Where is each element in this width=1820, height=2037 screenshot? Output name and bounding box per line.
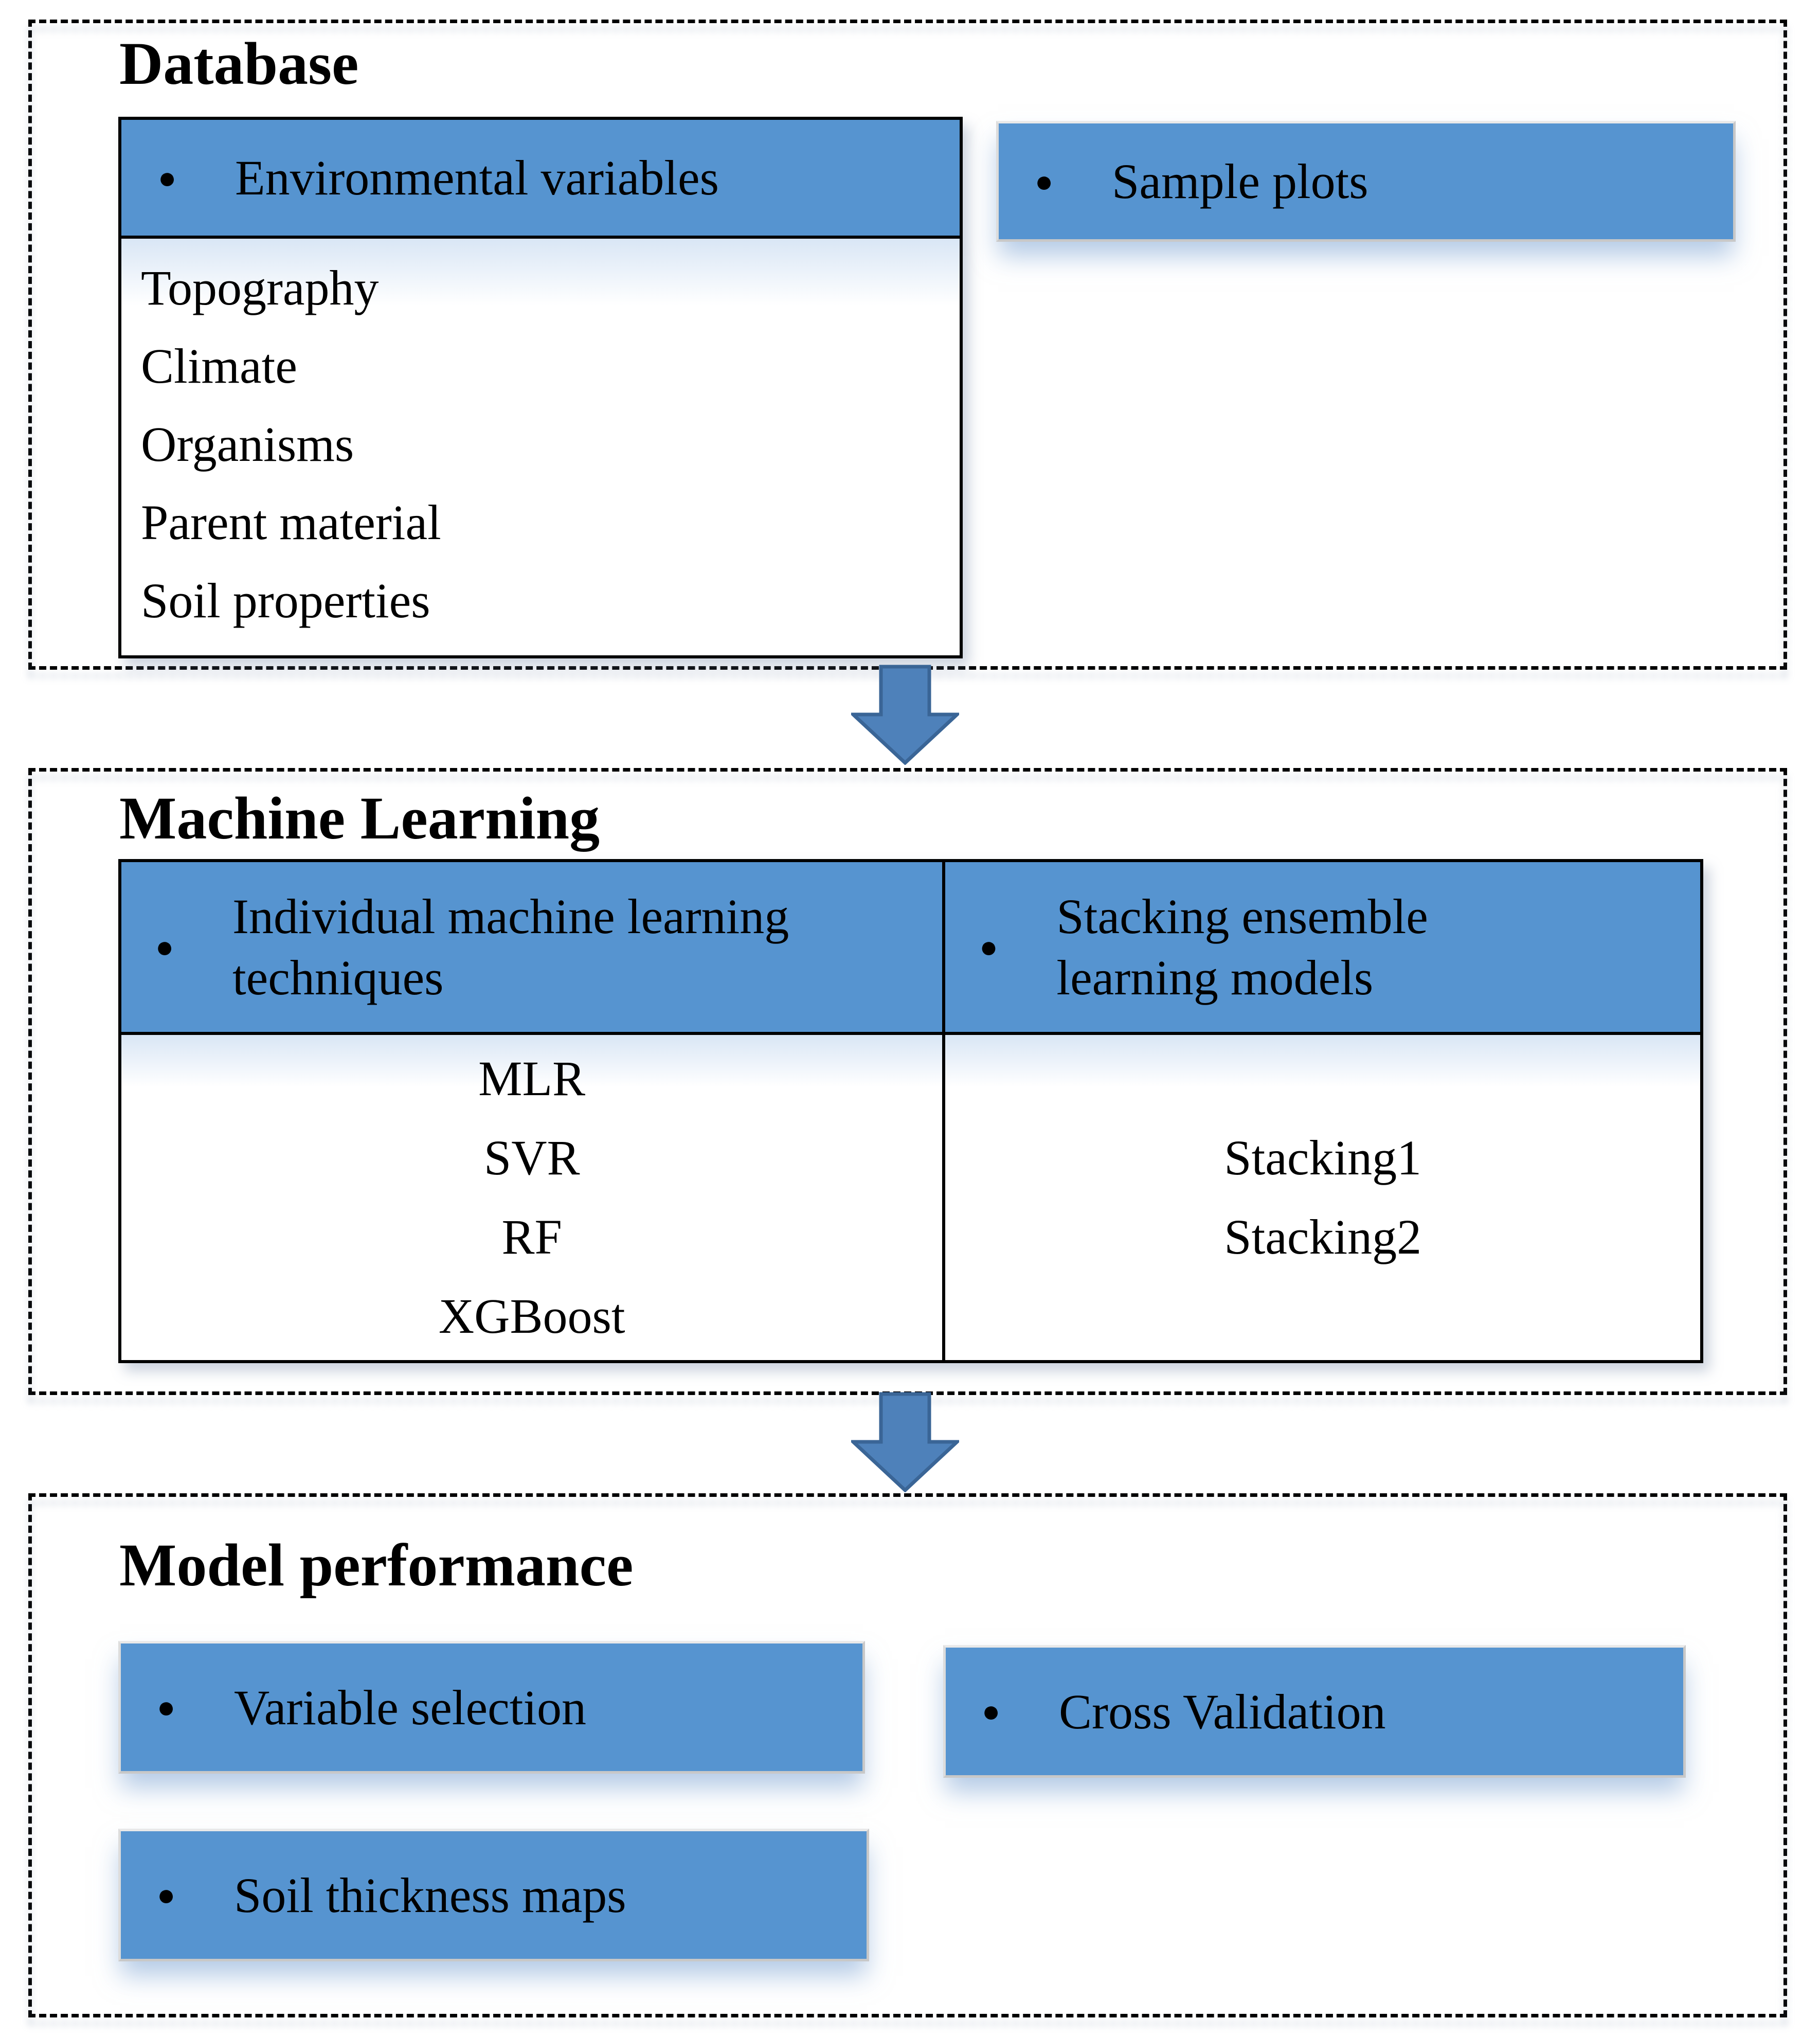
variable-selection-label: Variable selection: [234, 1679, 587, 1735]
individual-ml-header: ● Individual machine learning techniques: [121, 862, 943, 1035]
bullet-icon: ●: [157, 1690, 176, 1724]
down-arrow-icon: [851, 1392, 959, 1492]
cross-validation-label: Cross Validation: [1059, 1684, 1386, 1739]
stacking-ensemble-column: ● Stacking ensemble learning models Stac…: [945, 862, 1700, 1360]
stacking-ensemble-label: Stacking ensemble learning models: [1056, 888, 1428, 1005]
database-section-title: Database: [119, 30, 359, 97]
stacking-ensemble-list: Stacking1 Stacking2: [945, 1035, 1700, 1360]
individual-ml-list: MLR SVR RF XGBoost: [121, 1035, 943, 1360]
variable-selection-box: ● Variable selection: [118, 1641, 865, 1774]
bullet-icon: ●: [157, 1878, 176, 1912]
bullet-icon: ●: [979, 930, 998, 964]
database-section: Database ● Environmental variables Topog…: [28, 20, 1787, 670]
list-item: RF: [501, 1209, 562, 1264]
environmental-variables-label: Environmental variables: [235, 150, 719, 205]
down-arrow-icon: [851, 665, 959, 765]
bullet-icon: ●: [1035, 164, 1054, 199]
list-item: Stacking2: [1224, 1209, 1422, 1264]
model-performance-section-title: Model performance: [119, 1531, 634, 1599]
cross-validation-box: ● Cross Validation: [943, 1645, 1686, 1778]
machine-learning-table: ● Individual machine learning techniques…: [118, 859, 1703, 1363]
individual-ml-label: Individual machine learning techniques: [232, 888, 789, 1005]
machine-learning-section: Machine Learning ● Individual machine le…: [28, 768, 1787, 1395]
environmental-variables-header: ● Environmental variables: [121, 120, 960, 239]
list-item: Soil properties: [141, 573, 430, 628]
model-performance-section: Model performance ● Variable selection ●…: [28, 1493, 1787, 2017]
list-item: SVR: [483, 1130, 580, 1185]
list-item: Topography: [141, 260, 379, 315]
list-item: Organisms: [141, 417, 354, 472]
sample-plots-label: Sample plots: [1112, 154, 1368, 209]
soil-thickness-maps-label: Soil thickness maps: [234, 1867, 626, 1923]
list-item: Parent material: [141, 495, 441, 550]
list-item: XGBoost: [438, 1289, 625, 1344]
sample-plots-box: ● Sample plots: [996, 121, 1736, 242]
stacking-ensemble-header: ● Stacking ensemble learning models: [945, 862, 1700, 1035]
list-item: Stacking1: [1224, 1130, 1422, 1185]
environmental-variables-table: ● Environmental variables Topography Cli…: [118, 117, 963, 658]
machine-learning-section-title: Machine Learning: [119, 784, 600, 852]
soil-thickness-maps-box: ● Soil thickness maps: [118, 1829, 869, 1961]
list-item: Climate: [141, 338, 297, 394]
bullet-icon: ●: [158, 160, 177, 195]
bullet-icon: ●: [155, 930, 174, 964]
individual-ml-column: ● Individual machine learning techniques…: [121, 862, 946, 1360]
list-item: MLR: [478, 1051, 586, 1106]
bullet-icon: ●: [982, 1694, 1001, 1728]
environmental-variables-list: Topography Climate Organisms Parent mate…: [121, 239, 960, 655]
